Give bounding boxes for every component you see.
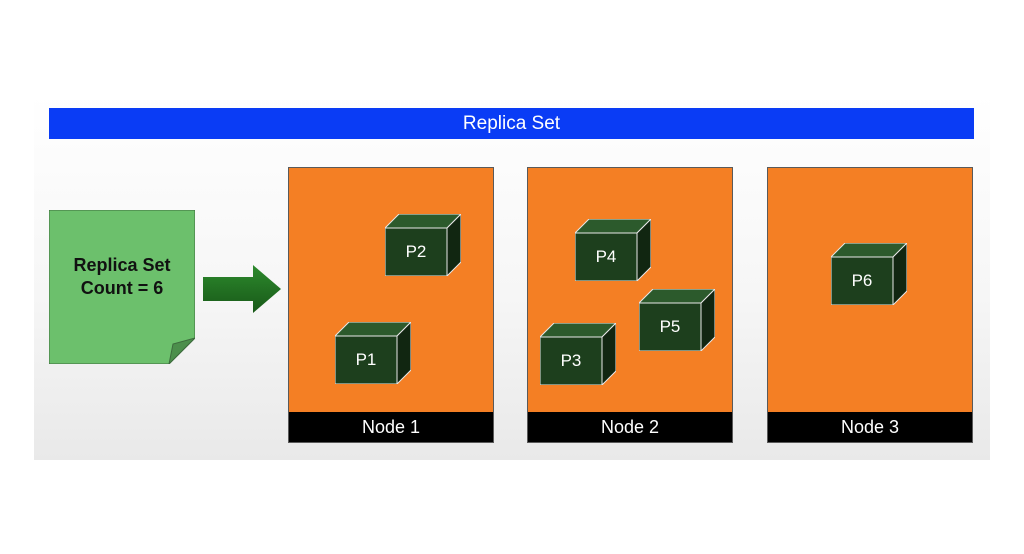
pod-cube-icon: [385, 214, 461, 276]
replica-set-diagram: Replica Set Replica Set Count = 6: [34, 94, 990, 460]
pod-cube-icon: [639, 289, 715, 351]
pod-label: P6: [851, 271, 873, 290]
pod-cube-icon: [831, 243, 907, 305]
pod-label: P3: [560, 351, 582, 370]
replica-set-header: Replica Set: [49, 108, 974, 139]
document-icon: [49, 210, 195, 364]
replica-set-definition-line: Replica Set: [73, 255, 171, 275]
node-label: Node 2: [528, 412, 732, 442]
pod-cube-icon: [575, 219, 651, 281]
replica-set-definition-text: Replica Set Count = 6: [49, 254, 195, 300]
pod: P3: [540, 323, 616, 385]
node-label: Node 1: [289, 412, 493, 442]
replica-set-definition-line: Count = 6: [80, 278, 164, 298]
pod-label: P5: [659, 317, 681, 336]
pod-label: P4: [595, 247, 617, 266]
pod: P5: [639, 289, 715, 351]
replica-set-header-label: Replica Set: [462, 112, 561, 134]
node-3: P6 Node 3: [767, 167, 973, 443]
pod: P4: [575, 219, 651, 281]
pod-label: P1: [355, 350, 377, 369]
node-label: Node 3: [768, 412, 972, 442]
pod: P6: [831, 243, 907, 305]
pod-label: P2: [405, 242, 427, 261]
pod-cube-icon: [335, 322, 411, 384]
pod: P1: [335, 322, 411, 384]
replica-set-definition-document: Replica Set Count = 6: [49, 210, 195, 364]
node-1: P2 P1 Node 1: [288, 167, 494, 443]
pod: P2: [385, 214, 461, 276]
arrow-right-icon: [203, 265, 281, 313]
node-2: P4 P5 P3 Node 2: [527, 167, 733, 443]
pod-cube-icon: [540, 323, 616, 385]
